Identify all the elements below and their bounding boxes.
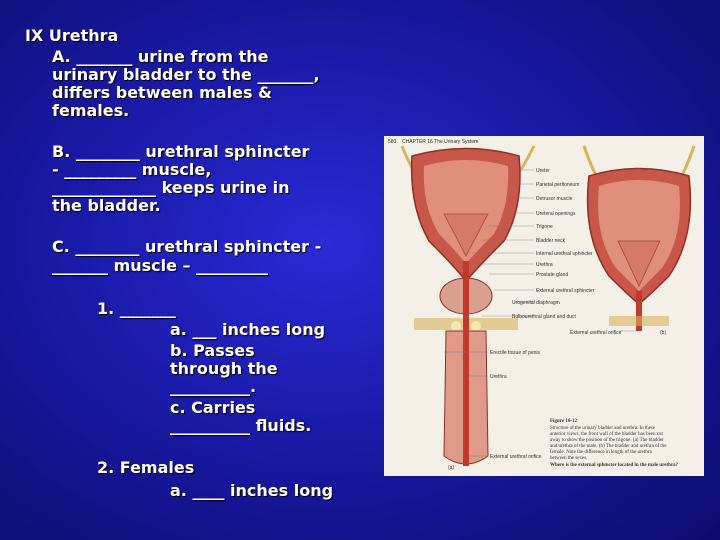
- label-external-sphincter: External urethral sphincter: [536, 288, 595, 294]
- female-diaphragm: [609, 316, 669, 326]
- caption-line: and urethra of the male. (b) The bladder…: [550, 444, 667, 449]
- label-female-orifice: External urethral orifice: [570, 330, 622, 336]
- label-internal-sphincter: Internal urethral sphincter: [536, 251, 593, 257]
- anatomy-figure: 580 CHAPTER 16 The Urinary System: [384, 136, 704, 476]
- item-a-line: differs between males &: [52, 83, 272, 102]
- panel-a-label: (a): [448, 465, 454, 471]
- item-c-line: C. ________ urethral sphincter -: [52, 237, 322, 256]
- male-c-line: __________ fluids.: [170, 416, 312, 435]
- bulbourethral-gland: [451, 321, 461, 331]
- female-trigone: [617, 240, 661, 287]
- bladder-lumen: [423, 160, 509, 264]
- figure-drawing: 580 CHAPTER 16 The Urinary System: [388, 139, 696, 471]
- figure-header: CHAPTER 16 The Urinary System: [402, 139, 478, 145]
- caption-line: between the sexes.: [550, 456, 587, 461]
- item-b-line: the bladder.: [52, 196, 161, 215]
- figure-page-number: 580: [388, 139, 397, 145]
- caption-title: Figure 16-12: [550, 419, 577, 424]
- caption-line: away to show the position of the trigone…: [550, 438, 664, 443]
- label-external-orifice: External urethral orifice: [490, 454, 542, 460]
- item-c-line: _______ muscle – _________: [52, 256, 269, 275]
- male-c-line: c. Carries: [170, 398, 256, 417]
- item-b-line: - _________ muscle,: [52, 160, 212, 179]
- caption-line: anterior views, the front wall of the bl…: [550, 432, 663, 437]
- label-detrusor-muscle: Detrusor muscle: [536, 196, 573, 202]
- label-bulbourethral-gland: Bulbourethral gland and duct: [512, 314, 577, 320]
- label-ureter: Ureter: [536, 168, 550, 174]
- bulbourethral-gland: [471, 321, 481, 331]
- caption-line: female. Note the difference in length of…: [550, 450, 652, 455]
- female-a: a. ____ inches long: [170, 481, 334, 500]
- male-label: 1. _______: [97, 299, 176, 318]
- slide-heading: IX Urethra: [25, 26, 119, 45]
- label-leaders: [470, 169, 534, 317]
- male-urethra: [463, 261, 469, 466]
- label-prostate: Prostate gland: [536, 272, 568, 278]
- label-bladder-neck: Bladder neck: [536, 238, 566, 244]
- label-parietal-peritoneum: Parietal peritoneum: [536, 182, 579, 188]
- male-b-line: __________.: [170, 377, 257, 396]
- caption-question: Where is the external sphincter located …: [550, 463, 679, 468]
- female-urethra: [636, 291, 642, 331]
- item-b-line: B. ________ urethral sphincter: [52, 142, 310, 161]
- male-b-line: through the: [170, 359, 278, 378]
- male-b-line: b. Passes: [170, 341, 255, 360]
- female-bladder-lumen: [598, 180, 680, 291]
- panel-b-label: (b): [660, 330, 666, 336]
- label-trigone: Trigone: [536, 224, 553, 230]
- label-urethra: Urethra: [536, 262, 553, 268]
- item-a-line: females.: [52, 101, 130, 120]
- item-a-line: A. _______ urine from the: [52, 47, 269, 66]
- item-a-line: urinary bladder to the _______,: [52, 65, 320, 84]
- figure-caption: Figure 16-12 Structure of the urinary bl…: [550, 419, 679, 468]
- female-bladder-illustration: [582, 145, 696, 332]
- label-urethra-penile: Urethra: [490, 374, 507, 380]
- label-ureteral-openings: Ureteral openings: [536, 211, 576, 217]
- female-label: 2. Females: [97, 458, 195, 477]
- male-bladder-illustration: [400, 145, 536, 466]
- male-a: a. ___ inches long: [170, 320, 326, 339]
- item-b-line: _____________ keeps urine in: [52, 178, 290, 197]
- label-erectile-tissue: Erectile tissue of penis: [490, 350, 541, 356]
- male-labels: Ureter Parietal peritoneum Detrusor musc…: [512, 168, 595, 320]
- caption-line: Structure of the urinary bladder and ure…: [550, 426, 656, 431]
- trigone: [443, 213, 489, 257]
- label-urogenital-diaphragm: Urogenital diaphragm: [512, 300, 560, 306]
